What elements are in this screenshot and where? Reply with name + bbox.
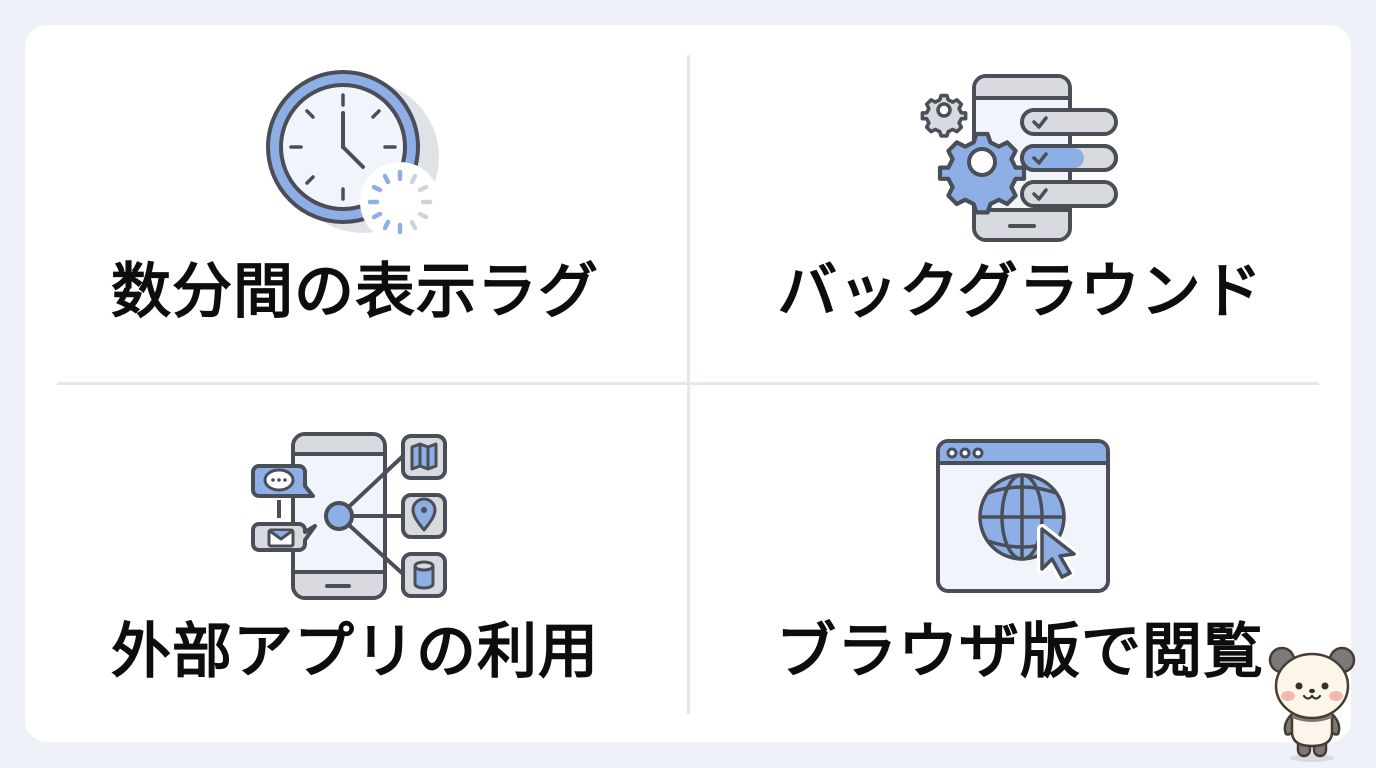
grid-item-display-lag: 数分間の表示ラグ xyxy=(25,60,685,322)
info-card xyxy=(25,25,1351,742)
grid-item-background: バックグラウンド xyxy=(690,60,1350,322)
label-external-apps: 外部アプリの利用 xyxy=(111,617,599,687)
grid-item-browser-version: ブラウザ版で閲覧 xyxy=(690,420,1350,682)
label-display-lag: 数分間の表示ラグ xyxy=(111,257,599,327)
phone-external-apps-icon xyxy=(245,420,465,610)
vertical-divider xyxy=(687,55,690,714)
grid-item-external-apps: 外部アプリの利用 xyxy=(25,420,685,682)
clock-loading-icon xyxy=(245,60,465,250)
browser-globe-cursor-icon xyxy=(910,420,1130,610)
label-browser-version: ブラウザ版で閲覧 xyxy=(776,617,1264,687)
label-background: バックグラウンド xyxy=(777,257,1263,327)
phone-settings-gear-icon xyxy=(910,60,1130,250)
panda-mascot-icon xyxy=(1262,640,1362,764)
